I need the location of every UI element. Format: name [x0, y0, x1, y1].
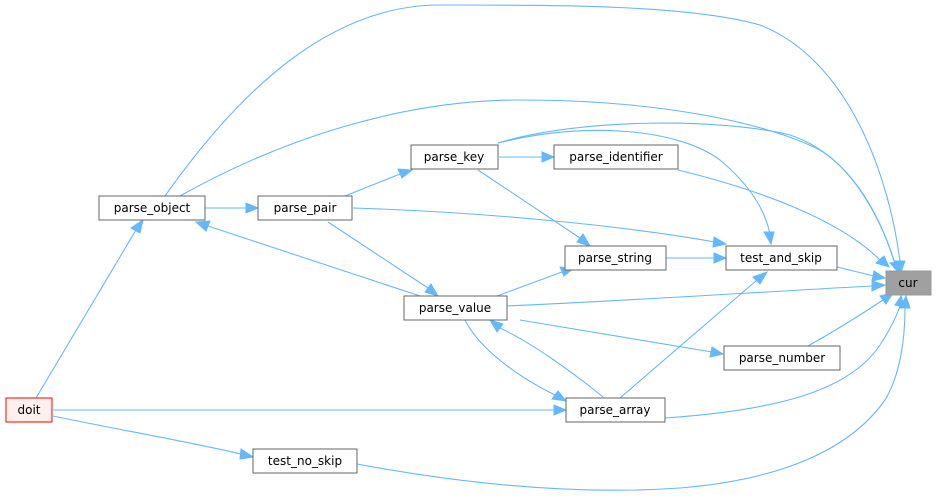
edge-parse-array-to-test-and-skip: [619, 271, 769, 399]
edge-test-no-skip-to-cur: [356, 294, 911, 491]
edge-test-and-skip-to-cur: [836, 266, 887, 282]
edge-parse-value-to-parse-string: [496, 266, 576, 297]
node-label: parse_identifier: [569, 150, 662, 164]
node-label: test_and_skip: [740, 251, 822, 265]
edge-parse-number-to-cur: [807, 292, 895, 347]
node-label: parse_key: [424, 150, 485, 164]
node-label: parse_number: [739, 351, 825, 365]
node-doit[interactable]: doit: [5, 397, 53, 423]
node-label: test_no_skip: [268, 454, 342, 468]
edge-parse-object-to-parse-pair: [205, 202, 260, 214]
node-label: parse_value: [419, 301, 491, 315]
node-cur[interactable]: cur: [885, 270, 932, 296]
edge-parse-string-to-test-and-skip: [666, 252, 728, 264]
node-label: parse_pair: [274, 201, 337, 215]
edge-parse-identifier-to-cur: [677, 169, 890, 268]
node-parse-object[interactable]: parse_object: [98, 195, 206, 221]
edge-parse-value-to-cur: [506, 280, 887, 307]
edge-parse-array-to-parse-value: [488, 319, 604, 398]
node-parse-array[interactable]: parse_array: [565, 397, 666, 423]
node-label: cur: [898, 276, 917, 290]
edge-parse-key-to-parse-identifier: [499, 151, 556, 163]
edge-doit-to-parse-object: [35, 218, 144, 399]
node-parse-value[interactable]: parse_value: [403, 295, 508, 321]
edge-doit-to-test-no-skip: [52, 415, 255, 460]
edges: [35, 4, 911, 491]
node-parse-number[interactable]: parse_number: [723, 345, 841, 371]
edge-parse-number-to-parse-value: [519, 319, 725, 358]
edge-parse-key-to-cur: [497, 122, 896, 265]
edge-parse-pair-to-test-and-skip: [352, 207, 728, 248]
node-label: parse_object: [114, 201, 191, 215]
node-parse-key[interactable]: parse_key: [410, 144, 499, 170]
node-label: parse_array: [579, 403, 650, 417]
edge-parse-value-to-parse-array: [464, 319, 568, 402]
node-label: doit: [18, 403, 41, 417]
edge-parse-pair-to-parse-key: [344, 168, 414, 197]
edge-parse-key-to-parse-string: [477, 169, 592, 247]
node-label: parse_string: [578, 251, 652, 265]
edge-parse-value-to-parse-object: [194, 220, 421, 297]
edge-parse-pair-to-parse-value: [327, 221, 440, 297]
node-test-and-skip[interactable]: test_and_skip: [725, 245, 838, 271]
edge-parse-key-to-test-and-skip: [497, 129, 775, 246]
edge-doit-to-parse-array: [53, 404, 568, 416]
node-parse-string[interactable]: parse_string: [564, 245, 667, 271]
nodes: parse_object parse_pair parse_key parse_…: [5, 144, 932, 474]
node-parse-identifier[interactable]: parse_identifier: [553, 144, 679, 170]
node-parse-pair[interactable]: parse_pair: [257, 195, 353, 221]
node-test-no-skip[interactable]: test_no_skip: [252, 448, 358, 474]
